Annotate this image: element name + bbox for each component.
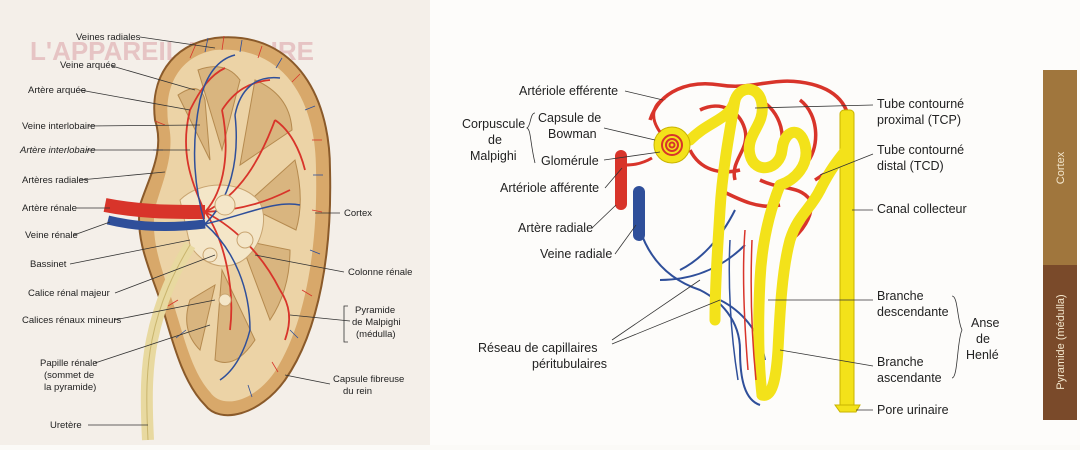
cortex-bar-label: Cortex (1055, 151, 1067, 184)
label-canal-collecteur: Canal collecteur (877, 202, 967, 216)
label-papille-3: la pyramide) (44, 382, 96, 393)
label-capsule-1: Capsule fibreuse (333, 374, 404, 385)
label-uretere: Uretère (50, 420, 82, 431)
label-pore-urinaire: Pore urinaire (877, 403, 949, 417)
label-bassinet: Bassinet (30, 259, 67, 270)
label-papille-2: (sommet de (44, 370, 94, 381)
label-anse-1: Anse (971, 316, 1000, 330)
label-colonne: Colonne rénale (348, 267, 412, 278)
label-pyramide-3: (médulla) (356, 329, 396, 340)
label-anse-3: Henlé (966, 348, 999, 362)
label-reseau-1: Réseau de capillaires (478, 341, 598, 355)
label-artere-radiale: Artère radiale (518, 221, 593, 235)
label-veine-interlobaire: Veine interlobaire (22, 121, 95, 132)
label-corpuscule-1: Corpuscule (462, 117, 525, 131)
label-capsule-bowman-1: Capsule de (538, 111, 601, 125)
label-arteres-radiales: Artères radiales (22, 175, 89, 186)
radial-artery-vessel (615, 150, 627, 210)
label-veines-radiales: Veines radiales (76, 32, 141, 43)
label-glomerule: Glomérule (541, 154, 599, 168)
pyramide-bar-label: Pyramide (médulla) (1055, 294, 1067, 389)
label-calices-mineurs: Calices rénaux mineurs (22, 315, 122, 326)
label-tcd-1: Tube contourné (877, 143, 964, 157)
label-artere-interlobaire: Artère interlobaire (19, 145, 96, 156)
label-reseau-2: péritubulaires (532, 357, 607, 371)
label-veine-renale: Veine rénale (25, 230, 78, 241)
label-anse-2: de (976, 332, 990, 346)
label-corpuscule-3: Malpighi (470, 149, 517, 163)
label-veine-radiale: Veine radiale (540, 247, 612, 261)
label-pyramide-1: Pyramide (355, 305, 395, 316)
label-cortex: Cortex (344, 208, 372, 219)
label-artere-renale: Artère rénale (22, 203, 77, 214)
label-arteriole-afferente: Artériole afférente (500, 181, 599, 195)
label-corpuscule-2: de (488, 133, 502, 147)
renal-artery (105, 205, 205, 212)
label-branche-asc-1: Branche (877, 355, 924, 369)
label-calice-majeur: Calice rénal majeur (28, 288, 110, 299)
label-tcp-1: Tube contourné (877, 97, 964, 111)
label-veine-arquee: Veine arquée (60, 60, 116, 71)
radial-vein-vessel (633, 186, 645, 241)
label-capsule-bowman-2: Bowman (548, 127, 597, 141)
label-papille-1: Papille rénale (40, 358, 98, 369)
label-artere-arquee: Artère arquée (28, 85, 86, 96)
label-branche-desc-2: descendante (877, 305, 949, 319)
label-branche-desc-1: Branche (877, 289, 924, 303)
label-tcp-2: proximal (TCP) (877, 113, 961, 127)
label-tcd-2: distal (TCD) (877, 159, 944, 173)
label-branche-asc-2: ascendante (877, 371, 942, 385)
label-arteriole-efferente: Artériole efférente (519, 84, 618, 98)
label-pyramide-2: de Malpighi (352, 317, 401, 328)
label-capsule-2: du rein (343, 386, 372, 397)
